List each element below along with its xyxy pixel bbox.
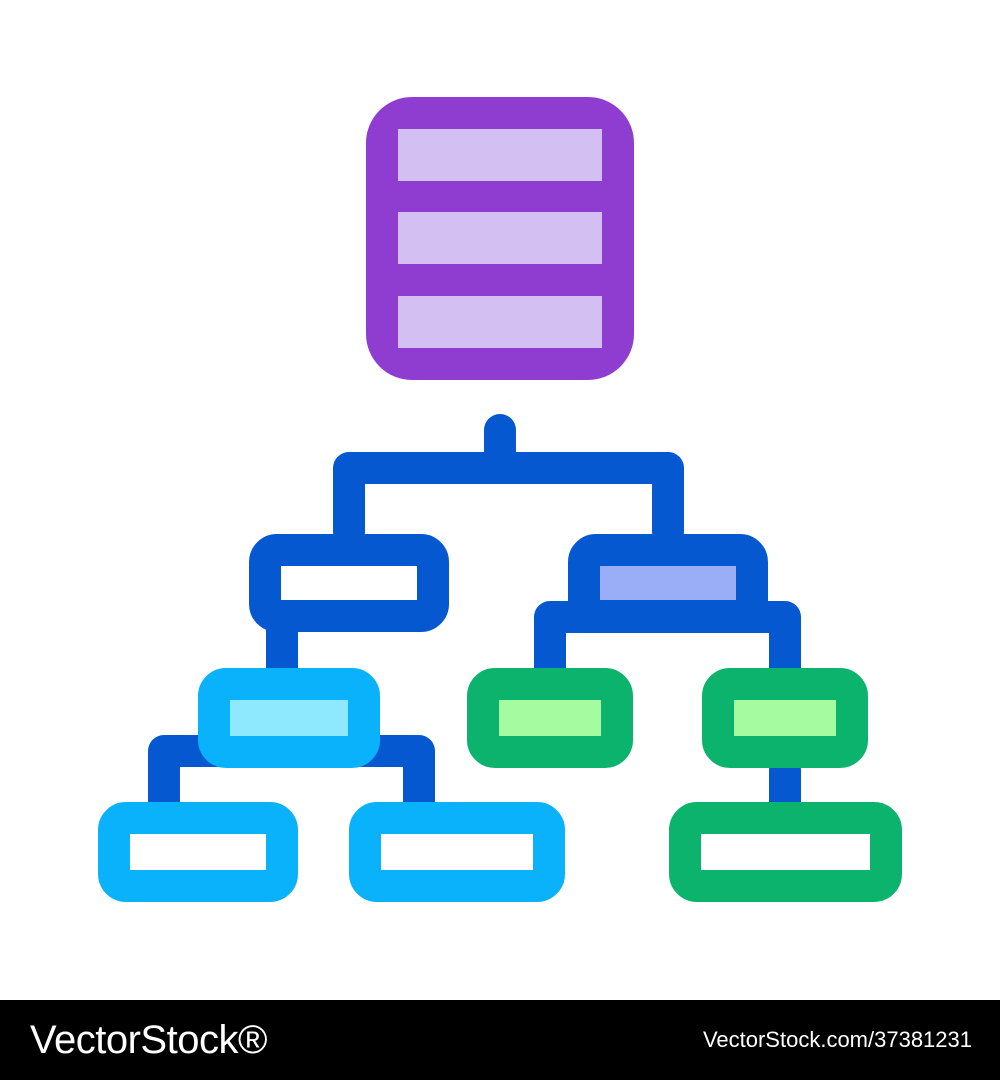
right-branch-node <box>568 534 768 632</box>
watermark-brand: VectorStock® <box>30 1017 267 1062</box>
leaf-node-3 <box>669 802 902 902</box>
database-stack <box>366 97 634 380</box>
leaf-node-2 <box>349 802 565 902</box>
watermark-image-id: VectorStock.com/37381231 <box>702 1027 972 1052</box>
light-blue-node <box>198 668 380 768</box>
database-cylinder <box>366 97 634 380</box>
database-layer-3 <box>398 296 602 348</box>
database-hierarchy-tree-icon <box>98 97 902 902</box>
root-connector <box>333 414 684 548</box>
watermark-bar: VectorStock® VectorStock.com/37381231 <box>0 1000 1000 1080</box>
left-branch-node <box>249 534 449 632</box>
green-node-left <box>467 668 633 768</box>
leaf-node-1 <box>98 802 298 902</box>
green-node-right <box>702 668 868 768</box>
database-layer-2 <box>398 212 602 264</box>
database-layer-1 <box>398 129 602 181</box>
